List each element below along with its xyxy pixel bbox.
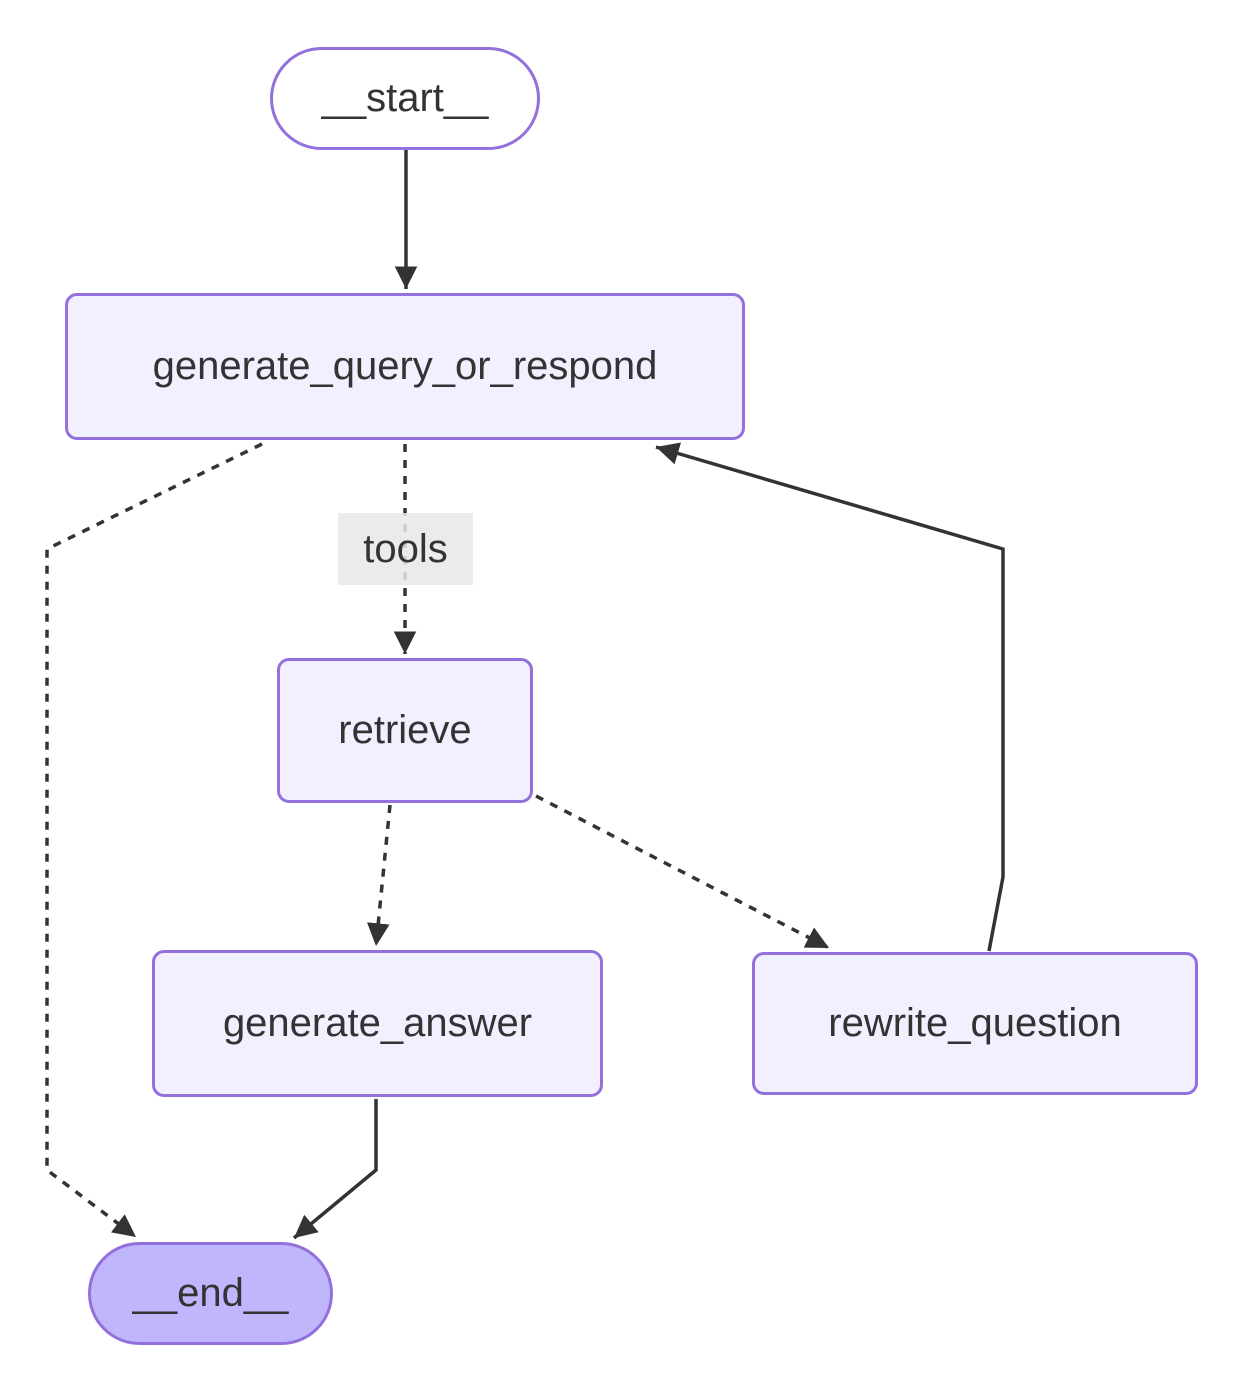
node-label: generate_answer bbox=[222, 1001, 533, 1045]
node-rewrite-question: rewrite_question bbox=[752, 952, 1198, 1095]
edge-generate-query-or-respond-to-end bbox=[45, 442, 263, 1239]
node-generate-answer: generate_answer bbox=[152, 950, 603, 1097]
node-label: generate_query_or_respond bbox=[152, 344, 658, 388]
node-label: __start__ bbox=[321, 76, 489, 120]
edge-retrieve-to-generate-answer bbox=[366, 804, 392, 947]
node-label: rewrite_question bbox=[828, 1001, 1122, 1045]
edge-rewrite-question-to-generate-query-or-respond bbox=[655, 442, 1005, 952]
node-generate-query-or-respond: generate_query_or_respond bbox=[65, 293, 745, 440]
node-end: __end__ bbox=[88, 1242, 333, 1345]
node-label: __end__ bbox=[132, 1271, 289, 1315]
edge-generate-answer-to-end bbox=[292, 1099, 378, 1240]
node-start: __start__ bbox=[270, 47, 540, 150]
node-label: retrieve bbox=[338, 708, 472, 752]
node-retrieve: retrieve bbox=[277, 658, 533, 803]
edge-label-tools: tools bbox=[338, 513, 473, 585]
edge-retrieve-to-rewrite-question bbox=[535, 794, 830, 950]
edge-label-text: tools bbox=[363, 526, 448, 571]
